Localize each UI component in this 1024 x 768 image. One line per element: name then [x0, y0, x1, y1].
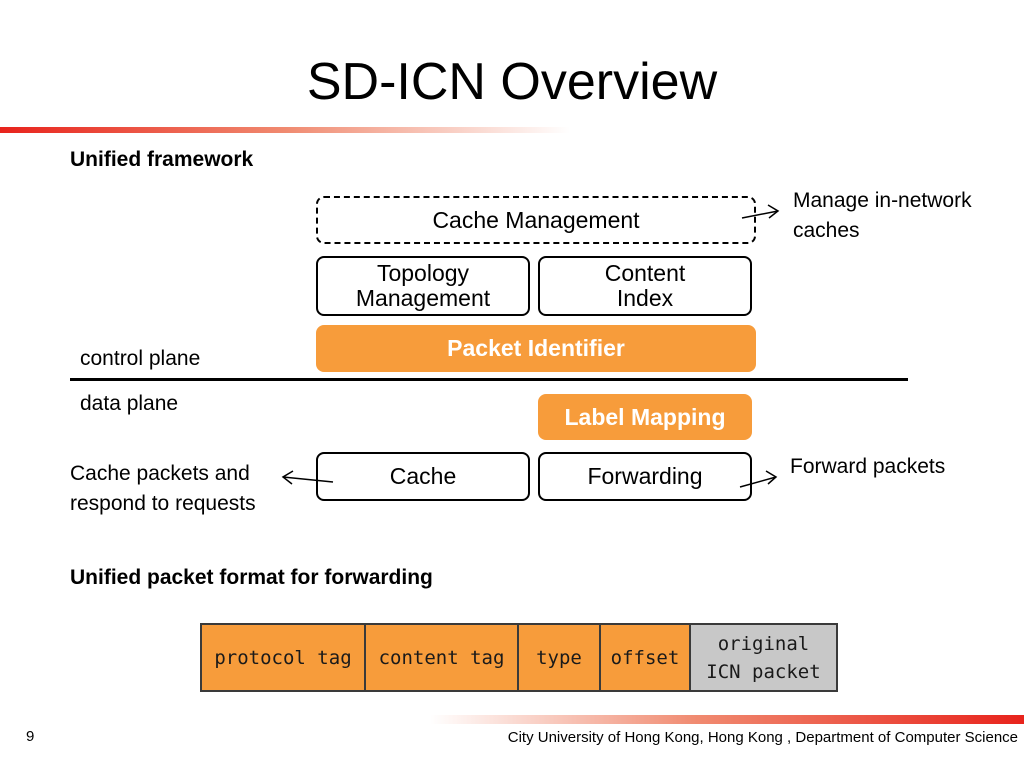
original-icn-packet-field: original ICN packet [691, 625, 836, 690]
data-plane-label: data plane [80, 392, 179, 415]
packet-identifier-label: Packet Identifier [447, 335, 625, 361]
topology-management-box: Topology Management [316, 256, 530, 316]
content-index-box: Content Index [538, 256, 752, 316]
cache-annotation-line1: Cache packets and [70, 462, 250, 485]
cache-management-box: Cache Management [316, 196, 756, 244]
label-mapping-label: Label Mapping [564, 403, 726, 430]
cache-label: Cache [389, 463, 457, 489]
title-underline [0, 127, 570, 133]
forwarding-label: Forwarding [587, 463, 703, 489]
cache-packets-annotation: Cache packets and respond to requests [70, 459, 256, 519]
topology-label-line2: Management [355, 285, 491, 311]
forward-packets-annotation: Forward packets [790, 455, 946, 478]
page-number: 9 [26, 728, 35, 745]
manage-annotation-line2: caches [793, 219, 860, 242]
section-heading-packet-format: Unified packet format for forwarding [70, 566, 433, 589]
protocol-tag-field: protocol tag [202, 625, 366, 690]
arrow-to-manage-annotation [741, 204, 780, 219]
section-heading-framework: Unified framework [70, 148, 254, 171]
manage-caches-annotation: Manage in-network caches [793, 186, 972, 246]
type-field: type [519, 625, 601, 690]
plane-divider [70, 378, 908, 381]
arrow-to-cache-annotation [281, 470, 334, 485]
arrow-to-forward-annotation [739, 470, 778, 488]
label-mapping-box: Label Mapping [538, 394, 752, 440]
packet-identifier-box: Packet Identifier [316, 325, 756, 372]
topology-label-line1: Topology [376, 260, 470, 286]
footer-text: City University of Hong Kong, Hong Kong … [507, 729, 1018, 746]
manage-annotation-line1: Manage in-network [793, 189, 972, 212]
slide-title: SD-ICN Overview [306, 53, 718, 111]
cache-management-label: Cache Management [432, 206, 640, 233]
content-tag-field: content tag [366, 625, 519, 690]
cache-annotation-line2: respond to requests [70, 492, 256, 515]
forwarding-box: Forwarding [538, 452, 752, 501]
footer-rule [430, 715, 1024, 724]
content-index-label-line2: Index [616, 285, 674, 311]
offset-field: offset [601, 625, 691, 690]
content-index-label-line1: Content [604, 260, 686, 286]
packet-format-bar: protocol tag content tag type offset ori… [200, 623, 838, 692]
cache-box: Cache [316, 452, 530, 501]
original-field-line1: original [717, 632, 810, 655]
control-plane-label: control plane [80, 347, 201, 370]
original-field-line2: ICN packet [706, 660, 821, 683]
